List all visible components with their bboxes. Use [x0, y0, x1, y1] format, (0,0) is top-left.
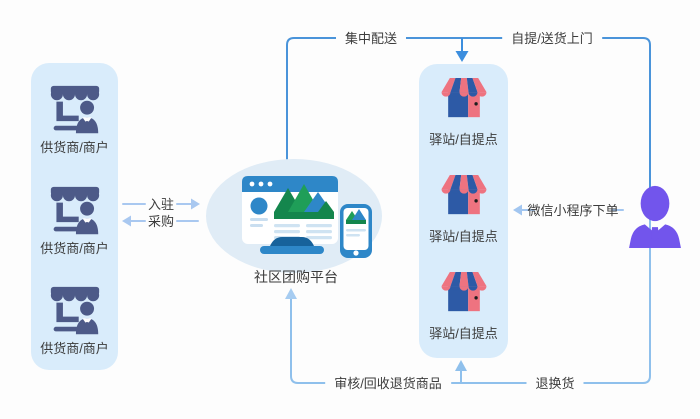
supplier-label: 供货商/商户 [40, 241, 109, 256]
arrowhead-into-stations-top [455, 38, 469, 62]
edge-label-review-recycle-returns: 审核/回收退货商品 [325, 375, 451, 392]
edge-label-self-pickup-home-delivery: 自提/送货上门 [502, 30, 602, 47]
supplier-node: 供货商/商户 [31, 84, 118, 156]
station-label: 驿站/自提点 [429, 132, 498, 147]
supplier-label: 供货商/商户 [40, 341, 109, 356]
edge-label-return-exchange: 退换货 [526, 375, 584, 392]
station-node: 驿站/自提点 [419, 272, 508, 342]
pickup-station-icon [437, 78, 491, 128]
supplier-label: 供货商/商户 [40, 140, 109, 155]
supplier-node: 供货商/商户 [31, 285, 118, 357]
station-node: 驿站/自提点 [419, 78, 508, 148]
supplier-store-icon [44, 84, 106, 136]
edge-label-onboarding: 入驻 [147, 197, 175, 212]
stations-panel: 驿站/自提点 驿站/自提点 驿站/自提点 [419, 64, 508, 358]
platform-browser-phone-icon [206, 159, 382, 273]
edge-label-procurement: 采购 [147, 214, 175, 229]
edge-label-wechat-mini-program-order: 微信小程序下单 [527, 203, 619, 218]
arrowhead-into-stations-bottom [455, 360, 467, 383]
supplier-node: 供货商/商户 [31, 185, 118, 257]
customer-node [627, 185, 683, 248]
edge-label-centralized-delivery: 集中配送 [335, 30, 407, 47]
customer-icon [629, 185, 681, 248]
pickup-station-icon [437, 175, 491, 225]
arrowhead-into-platform [285, 288, 297, 299]
station-label: 驿站/自提点 [429, 326, 498, 341]
pickup-station-icon [437, 272, 491, 322]
station-node: 驿站/自提点 [419, 175, 508, 245]
station-label: 驿站/自提点 [429, 229, 498, 244]
suppliers-panel: 供货商/商户 供货商/商户 供货商/商户 [31, 63, 118, 370]
supplier-store-icon [44, 285, 106, 337]
platform-label: 社区团购平台 [254, 269, 338, 285]
platform-illustration [204, 156, 388, 278]
supplier-store-icon [44, 185, 106, 237]
